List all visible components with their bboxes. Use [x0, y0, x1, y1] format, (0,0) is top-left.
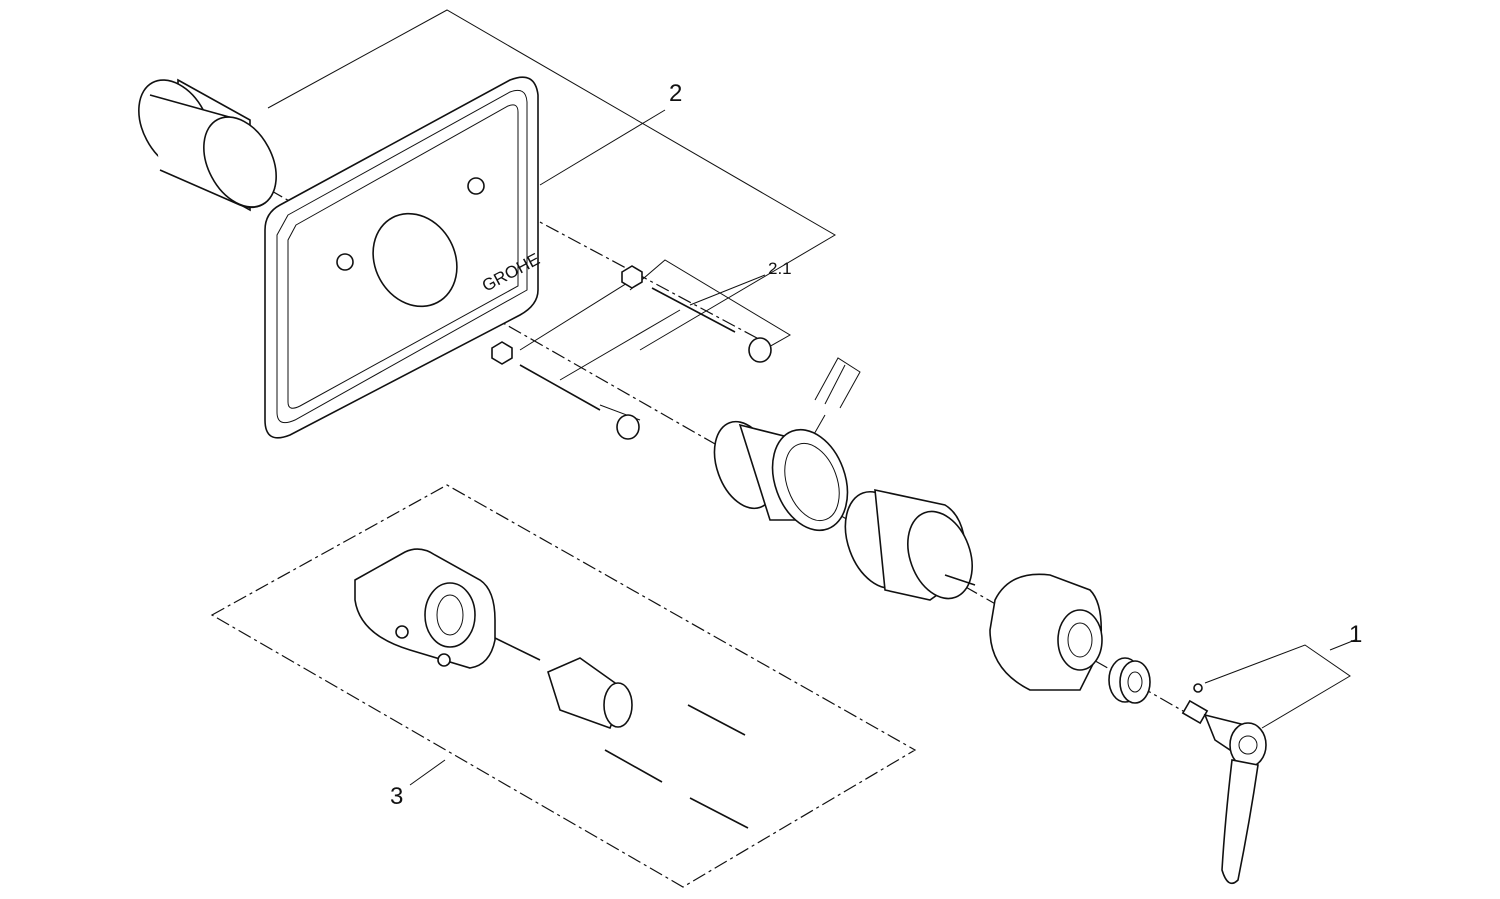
callout-2-leaders: [267, 9, 836, 421]
escutcheon-part: [989, 573, 1103, 691]
thermostatic-cartridge-part: [844, 488, 976, 601]
nut-part: [1108, 657, 1151, 704]
callout-1: 1: [1349, 621, 1362, 648]
sleeve-part: [138, 78, 277, 212]
callout-2: 2: [669, 80, 682, 107]
lever-handle-part: [1181, 639, 1356, 885]
kit-3-group: [210, 484, 917, 888]
screw-set-part: [491, 265, 772, 440]
callout-2-1: 2.1: [768, 259, 792, 278]
callout-3: 3: [390, 783, 403, 810]
adapter-part: [713, 420, 849, 532]
cover-plate-part: GROHE: [264, 76, 543, 439]
